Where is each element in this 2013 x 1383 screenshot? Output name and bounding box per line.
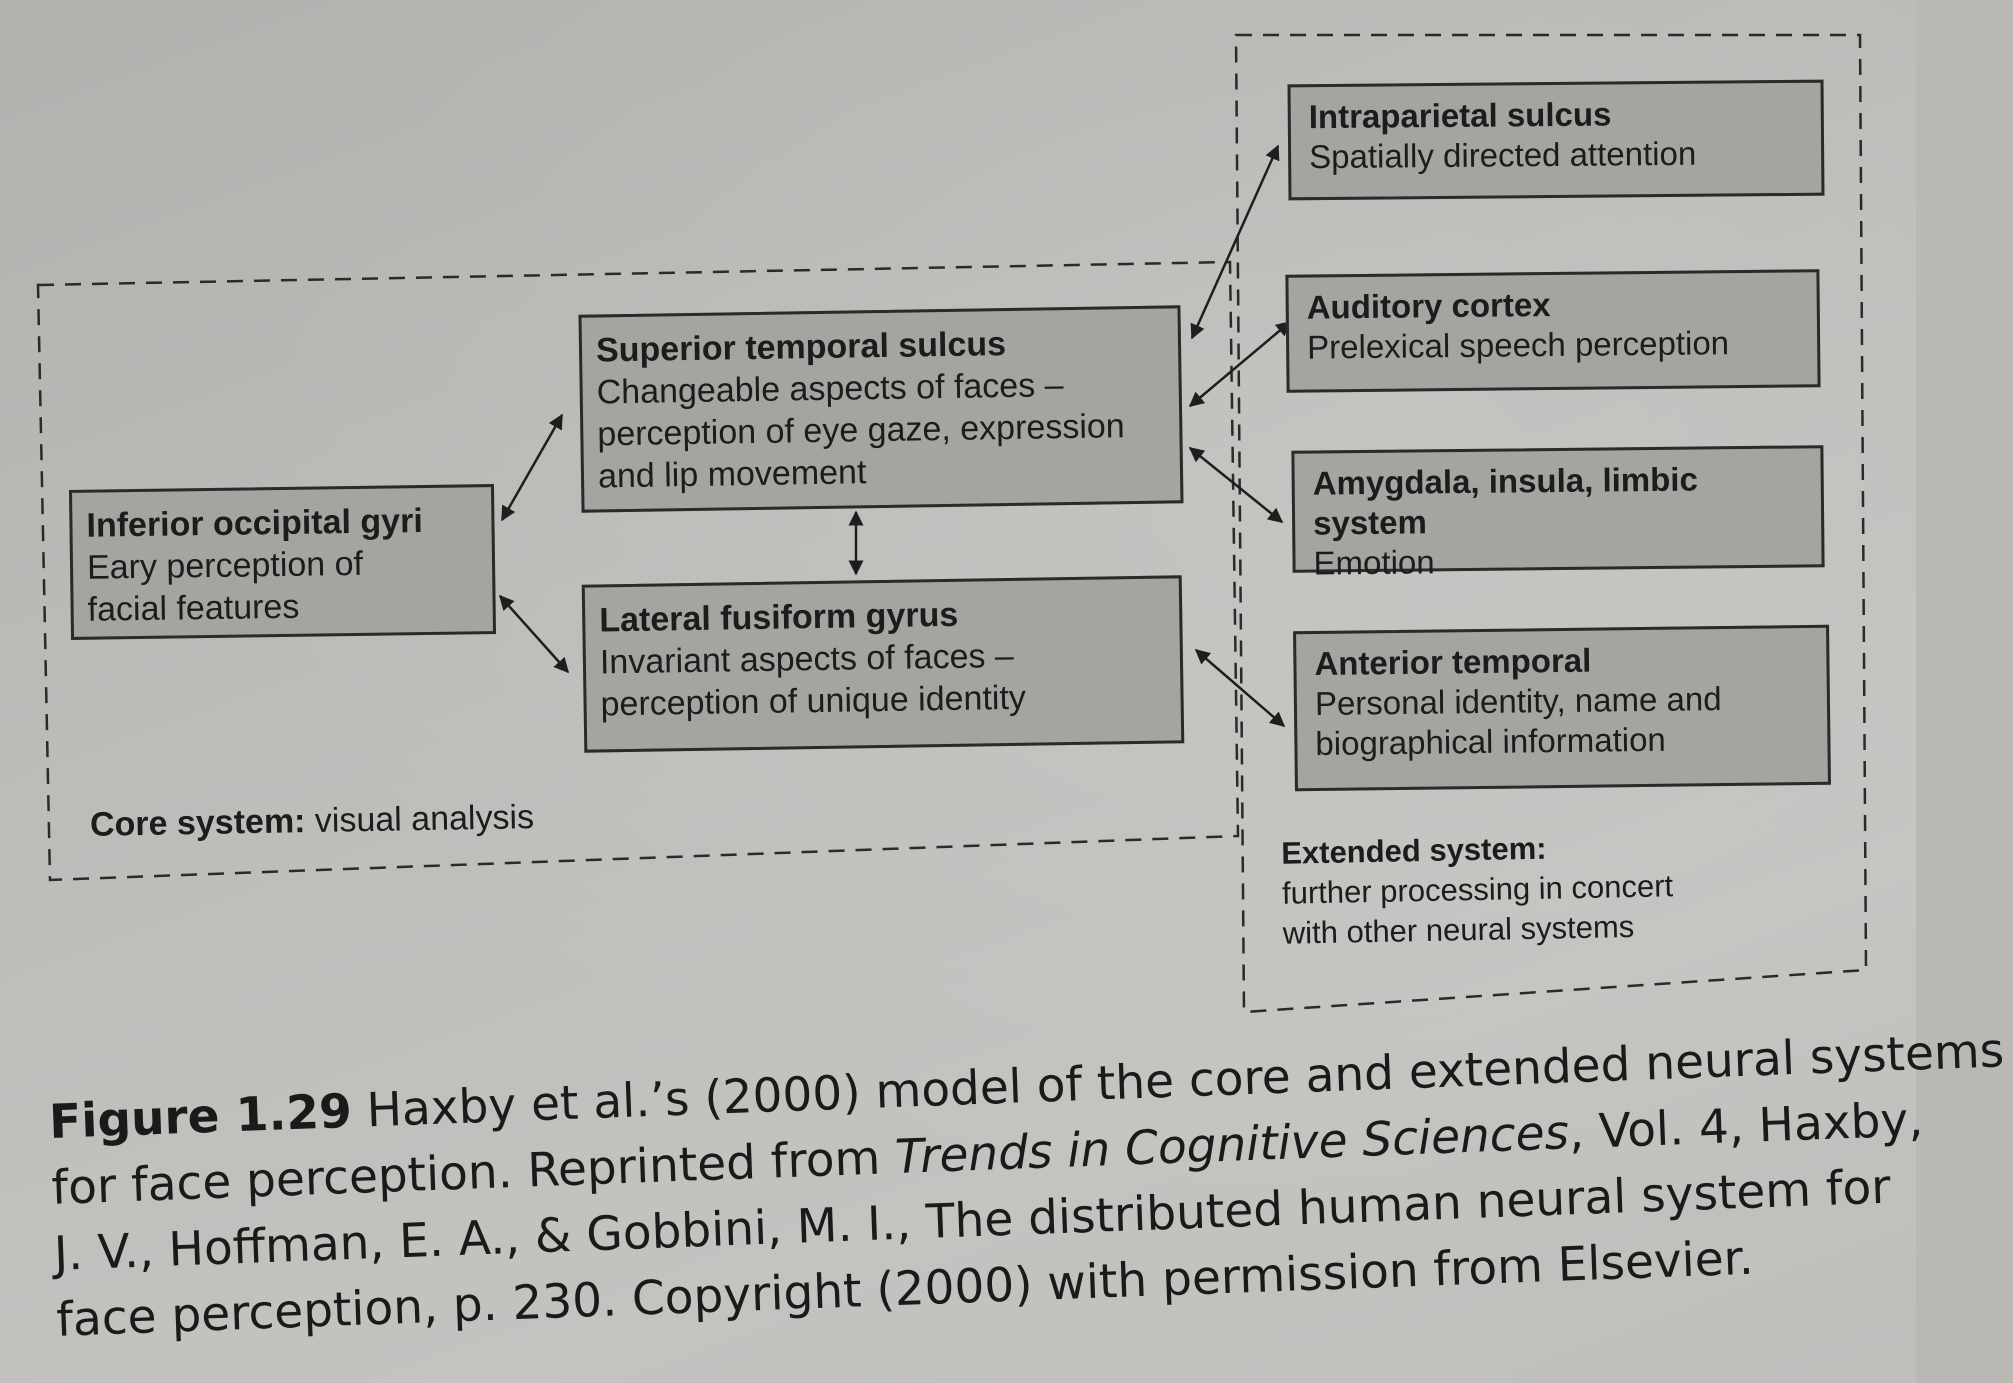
- node-anterior-temporal: Anterior temporal Personal identity, nam…: [1293, 624, 1831, 792]
- node-intraparietal-sulcus: Intraparietal sulcus Spatially directed …: [1287, 79, 1825, 201]
- arrow-sts-ac: [1188, 321, 1292, 407]
- diagram-connectors: [36, 33, 1868, 1014]
- node-title: Intraparietal sulcus: [1308, 95, 1612, 136]
- arrow-iog-lfg: [498, 594, 570, 674]
- node-description-line: Personal identity, name and: [1314, 680, 1722, 723]
- node-title: Anterior temporal: [1314, 641, 1592, 683]
- face-perception-diagram: Inferior occipital gyri Eary perception …: [36, 33, 1868, 1014]
- extended-system-boundary: [1234, 33, 1868, 1014]
- node-inferior-occipital-gyri: Inferior occipital gyri Eary perception …: [68, 484, 497, 640]
- caption-text: , Vol. 4, Haxby,: [1567, 1092, 1925, 1161]
- node-auditory-cortex: Auditory cortex Prelexical speech percep…: [1285, 269, 1821, 393]
- core-system-label: Core system: visual analysis: [90, 796, 535, 846]
- figure-label: Figure 1.29: [48, 1083, 353, 1150]
- node-description-line: perception of eye gaze, expression: [597, 407, 1125, 454]
- arrow-sts-ips: [1190, 144, 1280, 340]
- arrow-sts-amy: [1188, 447, 1284, 523]
- node-description-line: and lip movement: [597, 453, 867, 496]
- extended-system-label-line: with other neural systems: [1282, 909, 1635, 951]
- node-description-line: Emotion: [1313, 543, 1435, 582]
- node-description-line: Spatially directed attention: [1308, 134, 1697, 176]
- node-lateral-fusiform-gyrus: Lateral fusiform gyrus Invariant aspects…: [581, 575, 1185, 753]
- extended-system-label: Extended system: further processing in c…: [1281, 826, 1674, 953]
- node-description-line: facial features: [87, 587, 300, 629]
- node-superior-temporal-sulcus: Superior temporal sulcus Changeable aspe…: [578, 305, 1184, 513]
- node-amygdala-insula-limbic: Amygdala, insula, limbic system Emotion: [1291, 445, 1825, 582]
- node-title: Amygdala, insula, limbic system: [1312, 460, 1698, 542]
- node-title: Inferior occipital gyri: [86, 502, 424, 545]
- node-title: Auditory cortex: [1306, 286, 1551, 326]
- arrow-iog-sts: [500, 413, 564, 522]
- node-description-line: Eary perception of: [86, 544, 364, 587]
- node-description-line: perception of unique identity: [600, 678, 1027, 724]
- arrow-lfg-at: [1194, 649, 1286, 727]
- core-system-boundary: [36, 260, 1240, 882]
- core-system-label-bold: Core system:: [89, 802, 306, 844]
- node-description-line: biographical information: [1315, 720, 1666, 763]
- node-description-line: Prelexical speech perception: [1306, 324, 1730, 366]
- core-system-label-rest: visual analysis: [305, 798, 535, 841]
